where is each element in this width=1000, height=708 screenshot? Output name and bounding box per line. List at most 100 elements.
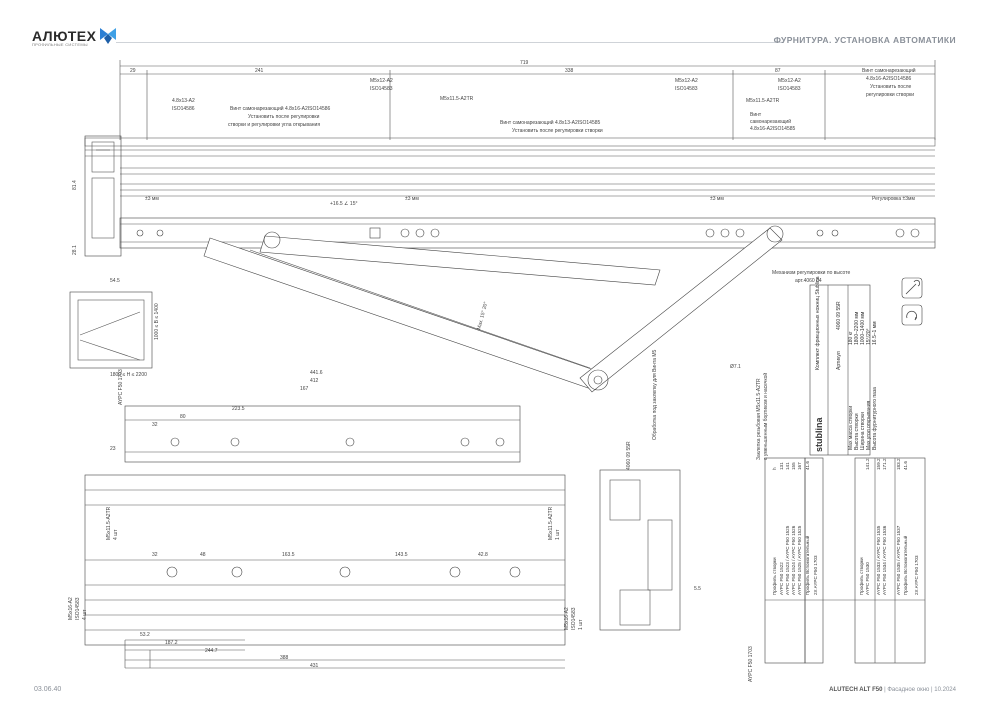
callout-zaklepka: Заклепка резьбовая M5x11.5-A2TR (756, 378, 762, 460)
dim-2235: 223.5 (232, 406, 245, 412)
dim-1435: 143.5 (395, 552, 408, 558)
dim-241: 241 (255, 68, 264, 74)
ptable1-row0-name: AYPC F50 1522 (779, 562, 784, 595)
ptable1-col-h: h (772, 467, 777, 470)
spec-row2-value: 180 кг (848, 331, 854, 345)
spec-row6-value: 16.5–1 мм (872, 321, 878, 345)
spec-row5-value: 15°/20° (866, 328, 872, 345)
dim-338: 338 (565, 68, 574, 74)
callout-vint-right3: Установить после (870, 84, 912, 90)
footer-product: ALUTECH ALT F50 (829, 687, 883, 693)
dim-32b: 32 (152, 552, 158, 558)
dim-545: 54.5 (110, 278, 120, 284)
ptable1-row0-h: 131 (779, 462, 784, 470)
spec-row4-value: 1000–1400 мм (860, 311, 866, 345)
callout-m5x115-4: M5x11.5-A2TR (548, 506, 554, 540)
callout-m5x12-2: M5x12-A2 (675, 78, 698, 84)
callout-m5x12-1: M5x12-A2 (370, 78, 393, 84)
ptable2-row4-name: Профиль Вспомогательный (902, 535, 908, 595)
page-header: АЛЮТЕХ ПРОФИЛЬНЫЕ СИСТЕМЫ ФУРНИТУРА. УСТ… (0, 0, 1000, 50)
callout-m5x115-3: M5x11.5-A2TR (106, 506, 112, 540)
callout-zaklepka2: с уменьшенным бортиком и насечкой (762, 373, 769, 460)
dim-388: 388 (280, 655, 289, 661)
page-footer: ALUTECH ALT F50 | Фасадное окно | 10.202… (829, 687, 956, 693)
dim-87: 87 (775, 68, 781, 74)
ptable1-row4-name: Профиль Вспомогательный (804, 535, 810, 595)
dim-412: 412 (310, 378, 319, 384)
callout-ustanovit-2: створки и регулировки угла открывания (228, 122, 320, 128)
callout-vint-416: Винт самонарезающий 4.8х16-A2ISO14586 (230, 105, 331, 112)
ptable1-footer: 2X AYPC F50 1703 (813, 555, 818, 595)
callout-screw-4813: 4.8x13-A2 (172, 98, 195, 104)
dim-167: 167 (300, 386, 309, 392)
dim-48: 48 (200, 552, 206, 558)
dim-4416: 441.6 (310, 370, 323, 376)
callout-m5x115-1: M5x11.5-A2TR (440, 96, 474, 102)
spec-brand: stublina (814, 417, 824, 452)
dim-55: 5.5 (694, 586, 701, 592)
ptable2-row2-name: AYPC F50 1534 / AYPC F50 1536 (882, 525, 887, 595)
callout-fastening: Обработка под заклепку для Винта М5 (652, 349, 658, 440)
footer-section: Фасадное окно (887, 687, 930, 693)
callout-profile-code-2: AYPC F50 1703 (748, 646, 754, 682)
ptable1-row4-h: 41.6 (805, 461, 810, 470)
spec-row2-label: Max масса створки (848, 406, 854, 450)
callout-vint-short2: самонарезающий (750, 118, 791, 125)
callout-vint-short3: 4.8х16-A2ISO14585 (750, 126, 796, 132)
callout-mech-art: арт.4060 04 (795, 278, 822, 284)
dim-80: 80 (180, 414, 186, 420)
callout-vint-right2: 4.8х16-A2ISO14586 (866, 76, 912, 82)
rotate-icon (906, 310, 918, 321)
dim-814: 81.4 (72, 180, 78, 190)
header-rule (116, 42, 784, 43)
ptable1-header: Профиль створки (772, 557, 777, 595)
spec-row5-label: Max угол открывания (866, 401, 872, 450)
dim-281: 28.1 (72, 245, 78, 255)
dim-1872: 187.2 (165, 640, 178, 646)
callout-article: 4060 09 55R (626, 441, 632, 470)
brand-subtitle: ПРОФИЛЬНЫЕ СИСТЕМЫ (32, 42, 88, 47)
ptable2-row0-name: AYPC F50 1530 (865, 562, 870, 595)
spec-row1-label: Артикул (836, 351, 842, 370)
callout-mech-title: Механизм регулировки по высоте (772, 270, 850, 276)
ptable1-row2-h: 155 (791, 462, 796, 470)
callout-iso14583-5: ISO14583 (571, 607, 577, 630)
callout-m5x12-3: M5x12-A2 (778, 78, 801, 84)
spec-row3-label: Высота створки (854, 413, 860, 450)
callout-vint-right4: регулировки створки (866, 92, 914, 98)
callout-count1: 1 шт (555, 529, 561, 540)
dim-428: 42.8 (478, 552, 488, 558)
callout-m5x115-2: M5x11.5-A2TR (746, 98, 780, 104)
callout-count1b: 1 шт (578, 619, 584, 630)
spec-row4-label: Ширина створки (860, 412, 866, 450)
callout-vint-413: Винт самонарезающий 4.8х13-A2ISO14585 (500, 119, 601, 126)
callout-reg-3mm-2: ±3 мм (405, 196, 419, 202)
ptable2-row2-h: 171.2 (882, 458, 887, 470)
ptable2-row4-h: 41.6 (903, 461, 908, 470)
ptable2-row3-name: AYPC F50 1535 / AYPC F50 1537 (896, 525, 901, 595)
callout-profile-code-1: AYPC F50 1703 (118, 369, 124, 405)
callout-m5x16-2: M5x16-A2 (564, 607, 570, 630)
callout-iso14583-1: ISO14583 (370, 86, 393, 92)
callout-reg-3mm-3: ±3 мм (710, 196, 724, 202)
callout-d71: Ø7.1 (730, 364, 741, 370)
ptable1-row3-name: AYPC F50 1525 / AYPC F50 1525 (797, 525, 802, 595)
page-title: ФУРНИТУРА. УСТАНОВКА АВТОМАТИКИ (773, 35, 956, 45)
dim-431: 431 (310, 663, 319, 669)
callout-m5x16-1: M5x16-A2 (68, 597, 74, 620)
ptable2-row3-h: 183.2 (896, 458, 901, 470)
callout-reg-door: Регулировка ±3мм (872, 196, 915, 202)
ptable1-row3-h: 167 (797, 462, 802, 470)
callout-vint-right: Винт самонарезающий (862, 67, 916, 74)
callout-count4b: 4 шт (82, 609, 88, 620)
spec-row0-label: Комплект фрикционных ножниц Stublina (815, 276, 821, 370)
callout-count4: 4 шт (113, 529, 119, 540)
callout-iso14583-2: ISO14583 (675, 86, 698, 92)
callout-vint-short: Винт (750, 112, 762, 118)
callout-ustanovit-1: Установить после регулировки (248, 114, 320, 120)
ptable1-row2-name: AYPC F50 1524 / AYPC F50 1526 (791, 525, 796, 595)
dim-gap: +16.5 ∠ 15° (330, 201, 357, 207)
ptable2-footer: 2X AYPC F50 1703 (914, 555, 919, 595)
dim-1635: 163.5 (282, 552, 295, 558)
